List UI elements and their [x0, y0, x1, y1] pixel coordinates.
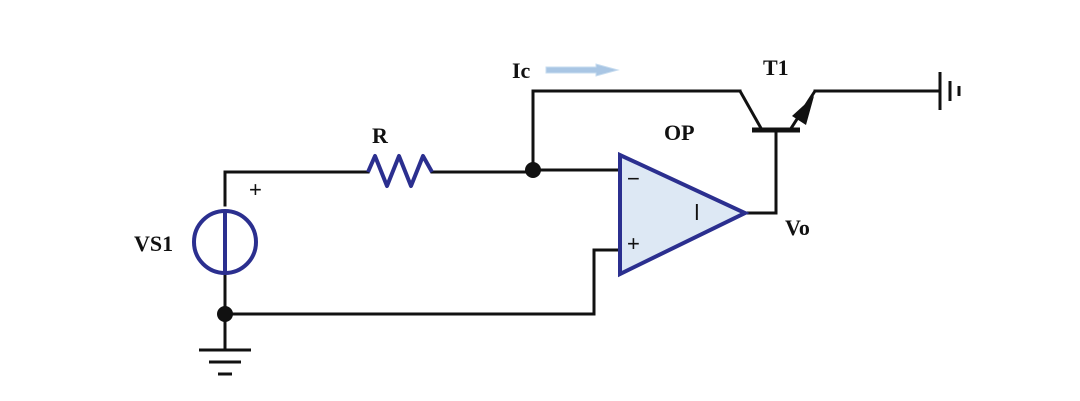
- wire-vs1-top-to-resistor: [223, 170, 370, 207]
- source-plus-sign: +: [249, 177, 262, 202]
- current-arrow-icon: [545, 63, 620, 77]
- wire-bottom-to-noninverting-input: [223, 248, 622, 316]
- voltage-source-vs1: [192, 209, 258, 275]
- label-r: R: [372, 123, 389, 148]
- opamp-triangle: [618, 151, 750, 278]
- opamp-noninverting-sign: +: [627, 231, 640, 256]
- transistor-collector-lead: [738, 90, 764, 131]
- label-vs1: VS1: [134, 231, 173, 256]
- current-arrow-ic: [545, 63, 620, 77]
- label-op: OP: [664, 120, 695, 145]
- label-t1: T1: [763, 55, 789, 80]
- junction-node-bottom: [217, 306, 233, 322]
- label-vo: Vo: [785, 215, 810, 240]
- ground-symbol-right: [938, 72, 961, 110]
- ground-symbol-bottom: [199, 348, 251, 376]
- wires: [223, 89, 942, 350]
- label-ic: Ic: [512, 58, 531, 83]
- transistor-t1: [738, 90, 817, 133]
- junction-node-top: [525, 162, 541, 178]
- wire-feedback-node-to-collector: [531, 89, 742, 172]
- opamp-inner-mark: ǀ: [694, 200, 700, 225]
- opamp-inverting-sign: −: [627, 166, 640, 191]
- wire-opamp-output-to-base: [743, 128, 778, 215]
- transistor-emitter-arrow: [792, 96, 814, 125]
- opamp-op: − + ǀ: [618, 151, 750, 278]
- resistor-symbol: [366, 154, 434, 188]
